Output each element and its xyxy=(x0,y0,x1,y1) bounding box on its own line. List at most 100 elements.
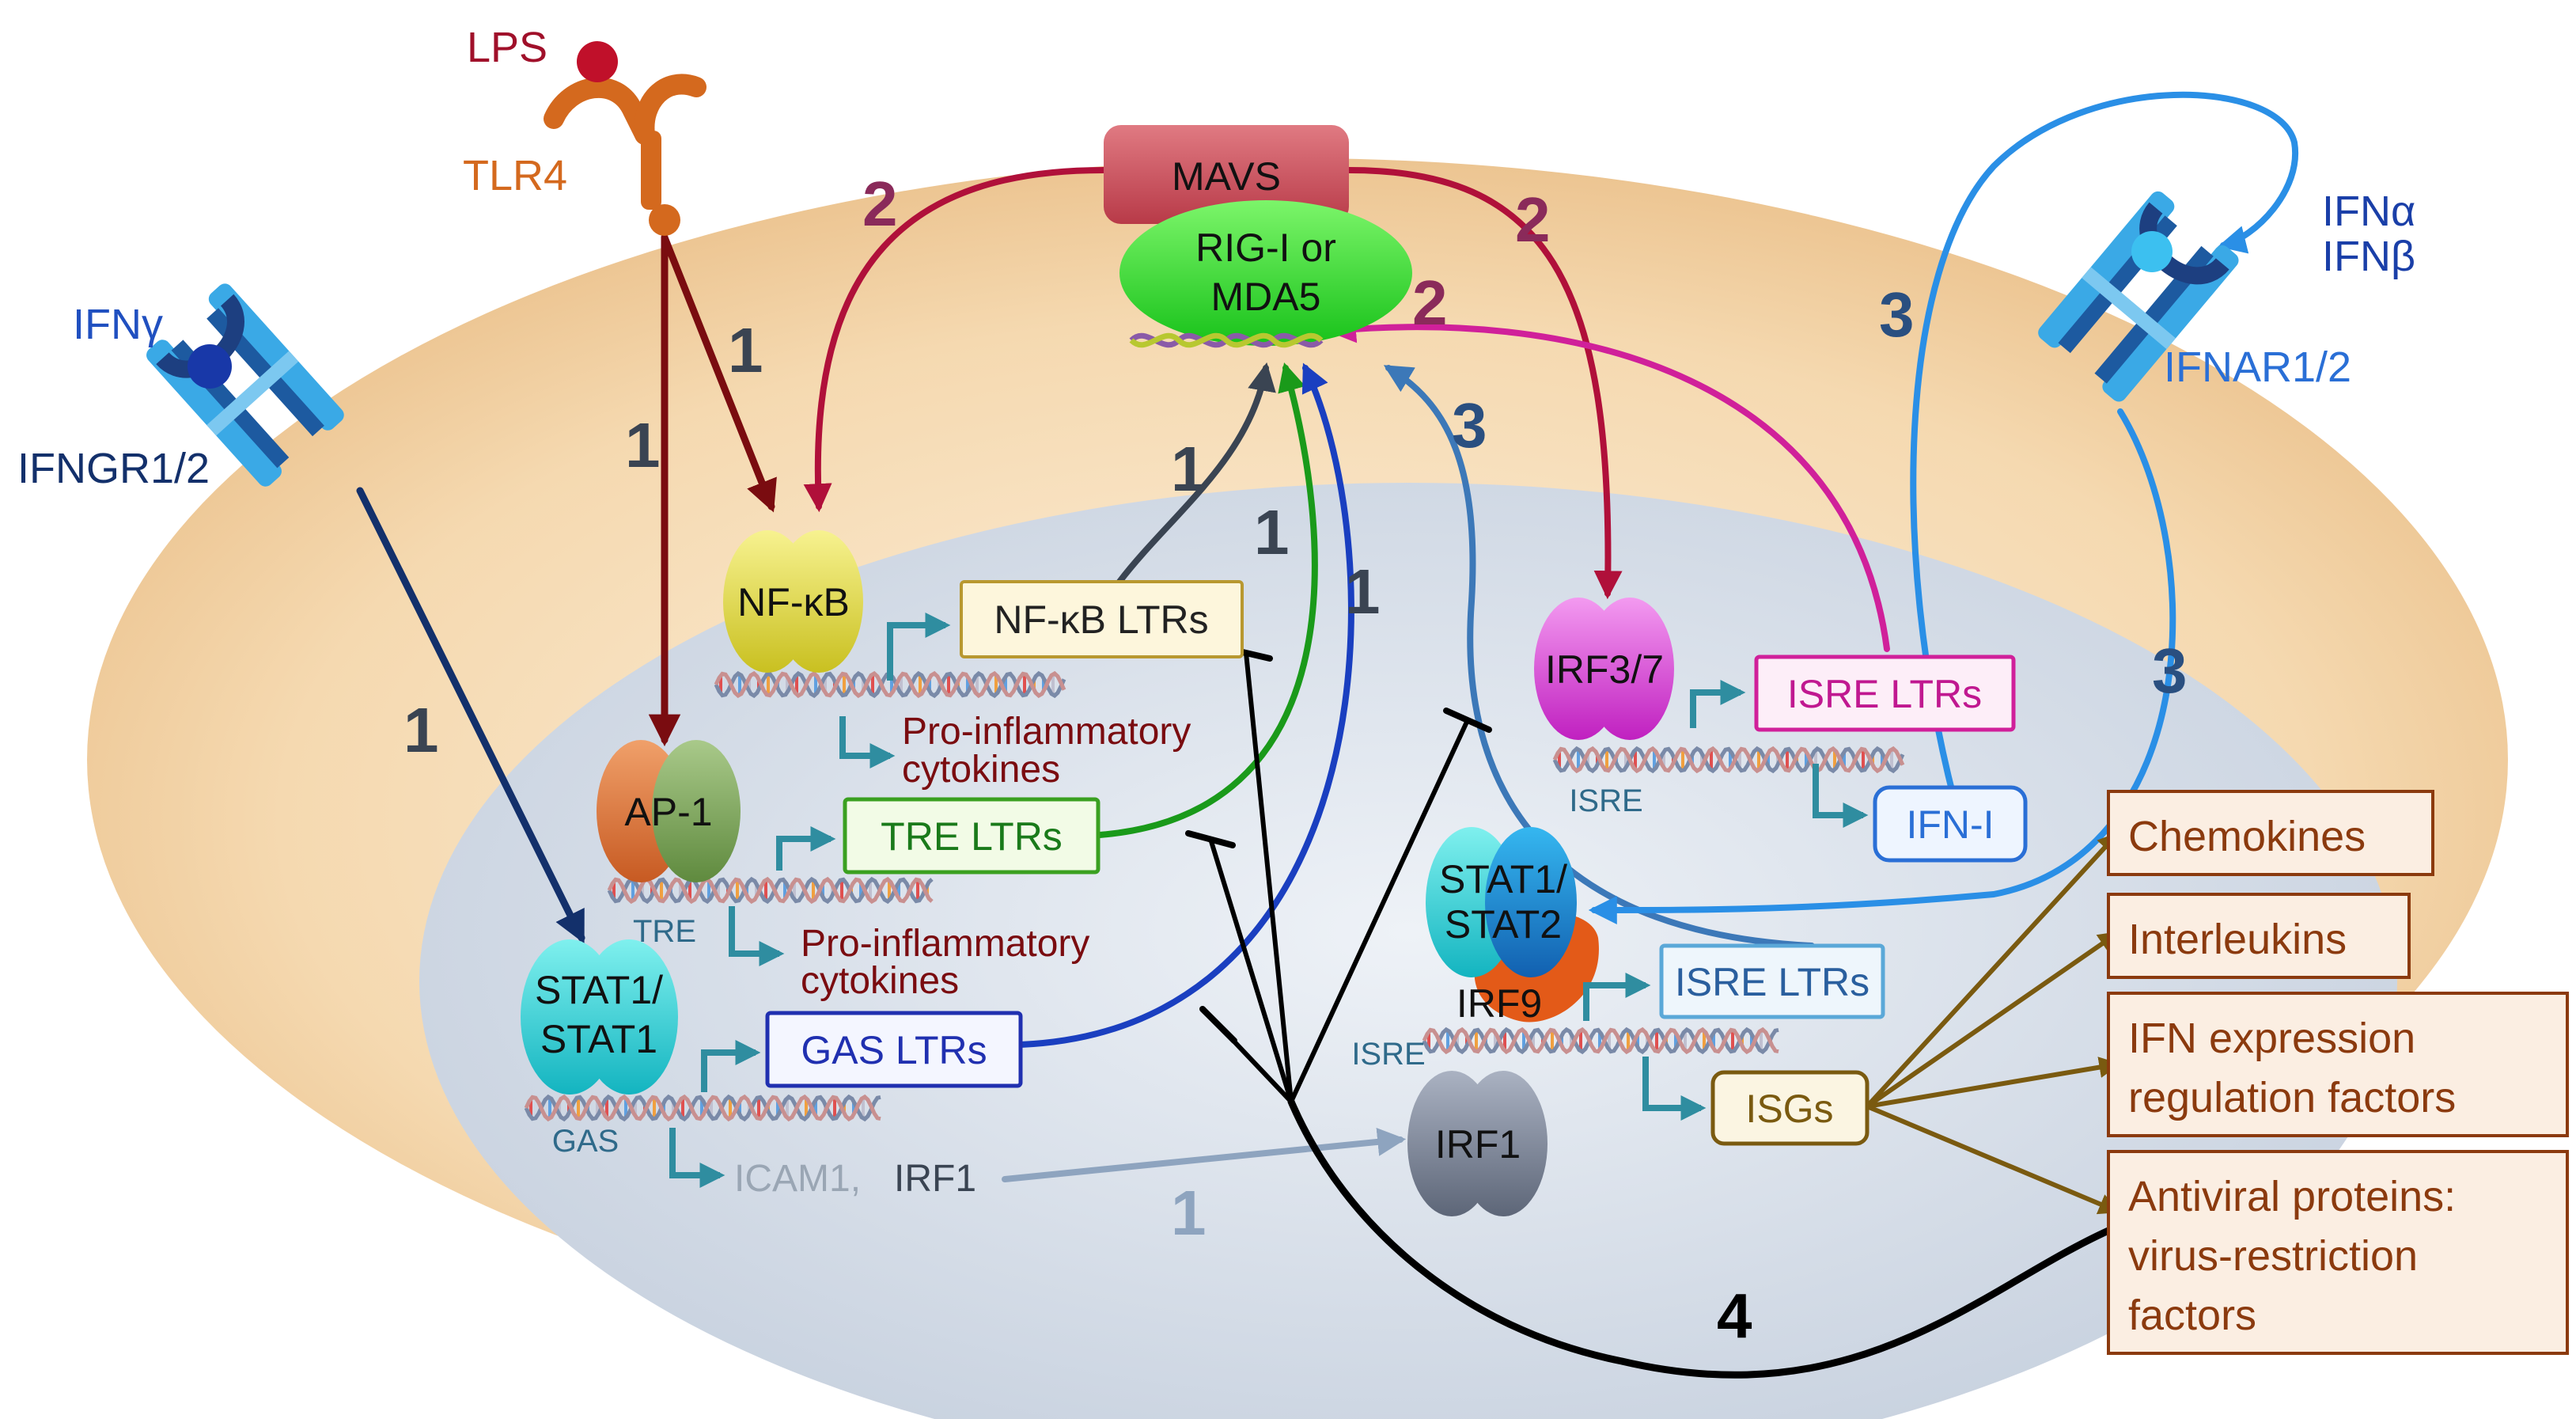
stat12-label-line2: STAT2 xyxy=(1445,902,1562,947)
arrow-ifnar-stat12 xyxy=(1588,408,2176,924)
isre-ltrs-bottom-box xyxy=(1659,943,1885,1019)
irf1-gene-label: IRF1 xyxy=(894,1158,976,1200)
isgs-label: ISGs xyxy=(1745,1087,1833,1131)
tre-element-label: TRE xyxy=(633,914,696,949)
ifna-label: IFNα xyxy=(2322,188,2415,235)
arrow-nfkb-ltrs-rna xyxy=(1116,362,1276,585)
antiviral-label-line3: factors xyxy=(2128,1292,2256,1339)
mavs-label: MAVS xyxy=(1172,154,1281,199)
ifnar-label: IFNAR1/2 xyxy=(2164,343,2351,391)
isre-ltrs-bottom-label: ISRE LTRs xyxy=(1675,960,1869,1004)
stat2-isgf3-subunit xyxy=(1485,827,1577,977)
ifn-reg-label-line2: regulation factors xyxy=(2128,1074,2456,1121)
tlr4-receptor-icon xyxy=(544,74,707,236)
ifngr-receptor-icon xyxy=(146,283,344,487)
dna-stat1 xyxy=(524,1094,881,1122)
pro-inflam-2-line2: cytokines xyxy=(801,960,959,1002)
pro-inflam-1-line2: cytokines xyxy=(902,749,1060,791)
antiviral-label-line2: virus-restriction xyxy=(2128,1232,2418,1280)
viral-rna-icon xyxy=(1129,332,1324,348)
pathway-number-2a: 2 xyxy=(862,169,898,239)
pathway-number-2b: 2 xyxy=(1515,184,1551,255)
ifn-regulation-box xyxy=(2107,992,2569,1137)
pathway-number-1c: 1 xyxy=(403,695,439,765)
pathway-number-1g: 1 xyxy=(1171,1178,1207,1248)
inhibit-tre-ltrs xyxy=(1208,837,1294,1104)
chemokines-box xyxy=(2107,790,2434,876)
ifngr-label: IFNGR1/2 xyxy=(17,445,210,492)
gas-ltrs-label: GAS LTRs xyxy=(801,1028,987,1072)
arrow-mavs-irf37 xyxy=(1346,167,1623,600)
gas-ltrs-box xyxy=(765,1011,1023,1088)
irf37-label: IRF3/7 xyxy=(1545,647,1664,692)
t-bar-4 xyxy=(1443,708,1492,733)
tss-arrows xyxy=(669,613,1869,1188)
irf1-protein-label: IRF1 xyxy=(1435,1122,1521,1167)
arrow-ifngr-stat1 xyxy=(356,487,585,944)
irf9-label: IRF9 xyxy=(1457,981,1542,1026)
ifn-molecule-icon xyxy=(2131,231,2173,272)
isgs-box xyxy=(1710,1070,1869,1146)
pro-inflam-2-line1: Pro-inflammatory xyxy=(801,923,1089,965)
ifn-reg-label-line1: IFN expression xyxy=(2128,1015,2415,1062)
irf1-subunit-right xyxy=(1459,1071,1547,1216)
chemokines-label: Chemokines xyxy=(2128,813,2366,860)
arrow-isre-ltrs-bottom-rna xyxy=(1383,365,1815,949)
rig-label-line2: MDA5 xyxy=(1211,275,1321,319)
isre-ltrs-top-box xyxy=(1754,654,2016,732)
arrow-tre-ltrs-rna xyxy=(1097,362,1318,838)
antiviral-label-line1: Antiviral proteins: xyxy=(2128,1173,2456,1220)
interleukins-box xyxy=(2107,893,2411,979)
irf7-subunit xyxy=(1585,598,1674,740)
ifnb-label: IFNβ xyxy=(2322,233,2415,280)
antiviral-box xyxy=(2107,1150,2569,1355)
restriction-main-line xyxy=(1287,1098,2112,1379)
pro-inflam-1-line1: Pro-inflammatory xyxy=(902,711,1191,753)
isre-element-bottom-label: ISRE xyxy=(1351,1037,1425,1072)
inhibit-isre-ltrs xyxy=(1289,718,1470,1104)
nfkb-ltrs-box xyxy=(960,580,1244,658)
pathway-number-1a: 1 xyxy=(728,315,763,385)
ifng-label: IFNγ xyxy=(73,301,163,348)
dna-isgf3 xyxy=(1422,1026,1779,1055)
nfkb-label: NF-κB xyxy=(737,580,850,624)
dna-ap1 xyxy=(607,876,934,905)
inhibit-nfkb-ltrs xyxy=(1244,651,1294,1104)
ifng-molecule-icon xyxy=(188,344,232,389)
arrow-isgs-chemokines xyxy=(1865,832,2120,1109)
stat12-label-line1: STAT1/ xyxy=(1439,857,1567,901)
arrow-ifn-loop xyxy=(1910,91,2299,802)
t-bar-3 xyxy=(1199,1006,1237,1044)
rig-i-shape xyxy=(1119,200,1412,346)
lps-molecule-icon xyxy=(577,41,618,82)
pathway-number-1f: 1 xyxy=(1345,556,1381,627)
ifn-i-label: IFN-I xyxy=(1906,802,1994,847)
isre-element-top-label: ISRE xyxy=(1569,783,1642,818)
pathway-number-3c: 3 xyxy=(2152,636,2188,706)
arrow-gas-ltrs-rna xyxy=(1017,362,1354,1048)
ap1-subunit-right xyxy=(652,740,741,882)
tre-ltrs-label: TRE LTRs xyxy=(881,814,1063,859)
arrow-isre-ltrs-rig xyxy=(1327,314,1890,652)
arrow-isgs-ifn-reg xyxy=(1865,1057,2121,1109)
nfkb-ltrs-label: NF-κB LTRs xyxy=(994,598,1208,642)
lps-label: LPS xyxy=(467,24,547,71)
arrow-isgs-antiviral xyxy=(1865,1104,2120,1215)
arrow-tlr4-nfkb xyxy=(661,233,777,513)
ap1-label: AP-1 xyxy=(624,790,712,834)
nfkb-subunit-right xyxy=(775,530,863,673)
pathway-number-1e: 1 xyxy=(1254,497,1290,567)
pathway-number-1b: 1 xyxy=(625,410,661,480)
rig-label-line1: RIG-I or xyxy=(1195,226,1336,270)
tlr4-label: TLR4 xyxy=(463,152,567,199)
stat1-subunit-right xyxy=(580,939,678,1095)
tre-ltrs-box xyxy=(843,797,1100,875)
arrow-isgs-interleukins xyxy=(1865,931,2120,1109)
stat11-label-line1: STAT1/ xyxy=(535,968,663,1012)
arrow-irf1-gene-protein xyxy=(1002,1127,1407,1182)
stat11-label-line2: STAT1 xyxy=(540,1017,657,1061)
pathway-number-1d: 1 xyxy=(1171,434,1207,504)
icam1-gene-label: ICAM1, xyxy=(734,1158,861,1200)
arrow-mavs-nfkb xyxy=(803,167,1107,513)
